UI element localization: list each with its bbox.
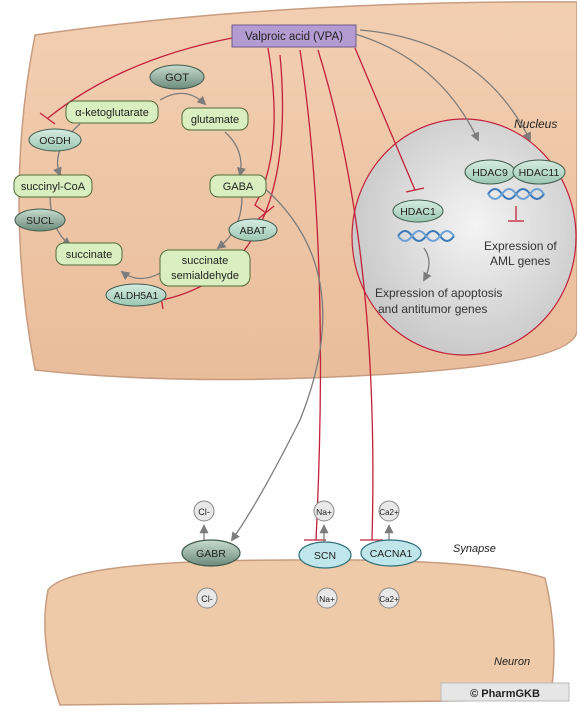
vpa-inhibits-abat: [254, 47, 275, 214]
ssa-to-succinate-arrow: [120, 270, 163, 280]
svg-text:GABA: GABA: [223, 181, 254, 193]
glutamate-to-gaba-arrow: [224, 131, 246, 177]
aml-expression-line1: Expression of: [484, 239, 557, 253]
enzyme-aldh5a1: ALDH5A1: [105, 283, 167, 307]
ion-flow-arrows: [199, 524, 394, 545]
ion-ca-outside: Ca2+: [378, 500, 400, 522]
svg-text:CACNA1: CACNA1: [370, 548, 413, 560]
svg-text:succinate: succinate: [182, 255, 228, 267]
svg-text:Na+: Na+: [316, 507, 332, 517]
vpa-label: Valproic acid (VPA): [245, 31, 343, 43]
vpa-to-hdac11-arrow: [359, 29, 531, 142]
svg-text:succinate: succinate: [66, 249, 112, 261]
svg-text:Cl-: Cl-: [201, 594, 213, 604]
enzyme-hdac11: HDAC11: [512, 159, 566, 185]
svg-text:GOT: GOT: [165, 72, 189, 84]
nucleus: [351, 118, 577, 356]
dna-helix-hdac1: [397, 230, 455, 242]
metabolite-succinate: succinate: [55, 242, 123, 266]
svg-text:ABAT: ABAT: [240, 225, 267, 237]
enzyme-hdac9: HDAC9: [464, 159, 516, 185]
svg-text:glutamate: glutamate: [191, 114, 239, 126]
vpa-to-hdac9-arrow: [354, 33, 479, 142]
svg-text:Ca2+: Ca2+: [379, 595, 399, 604]
ion-ca-inside: Ca2+: [378, 587, 400, 609]
ion-cl-outside: Cl-: [193, 500, 215, 522]
vpa-inhibits-ogdh: [47, 37, 233, 119]
enzyme-got: GOT: [149, 64, 205, 90]
hdac1-to-expression-arrow: [423, 247, 432, 282]
ion-na-inside: Na+: [316, 587, 338, 609]
neuron-body: [44, 559, 555, 706]
svg-text:OGDH: OGDH: [39, 135, 71, 147]
svg-text:SCN: SCN: [314, 550, 336, 562]
metabolite-glutamate: glutamate: [181, 107, 249, 131]
metabolite-akg: α-ketoglutarate: [65, 100, 159, 124]
synapse-label: Synapse: [453, 543, 496, 555]
enzyme-sucl: SUCL: [14, 208, 66, 232]
neuron-label: Neuron: [494, 656, 530, 668]
vpa-inhibits-hdac1: [354, 47, 416, 191]
svg-text:semialdehyde: semialdehyde: [171, 270, 239, 282]
svg-text:© PharmGKB: © PharmGKB: [470, 688, 540, 700]
enzyme-hdac1: HDAC1: [392, 199, 444, 223]
svg-text:Ca2+: Ca2+: [379, 508, 399, 517]
channel-scn: SCN: [298, 541, 352, 569]
ion-na-outside: Na+: [313, 500, 335, 522]
apoptosis-expression-line2: and antitumor genes: [378, 302, 487, 316]
pharmgkb-credit: © PharmGKB: [440, 682, 570, 702]
aml-expression-line2: AML genes: [490, 254, 550, 268]
vpa-inhibits-scn: [299, 49, 322, 541]
svg-text:HDAC11: HDAC11: [519, 167, 560, 179]
dna-helix-hdac9: [487, 188, 545, 200]
svg-text:SUCL: SUCL: [26, 215, 54, 227]
metabolite-succinyl-coa: succinyl-CoA: [13, 174, 93, 198]
enzyme-ogdh: OGDH: [28, 128, 82, 152]
vpa-box: [231, 24, 357, 48]
vpa-inhibits-cacna1: [317, 49, 374, 541]
ion-cl-inside: Cl-: [196, 587, 218, 609]
svg-text:HDAC1: HDAC1: [400, 206, 436, 218]
svg-text:α-ketoglutarate: α-ketoglutarate: [75, 107, 149, 119]
svg-text:ALDH5A1: ALDH5A1: [114, 291, 159, 302]
nucleus-title: Nucleus: [514, 117, 557, 131]
channel-gabr: GABR: [181, 539, 241, 567]
metabolite-gaba: GABA: [209, 174, 267, 198]
svg-text:Na+: Na+: [319, 594, 335, 604]
svg-text:GABR: GABR: [196, 548, 226, 560]
svg-text:HDAC9: HDAC9: [472, 167, 508, 179]
apoptosis-expression-line1: Expression of apoptosis: [375, 286, 502, 300]
enzyme-abat: ABAT: [228, 218, 278, 242]
svg-text:Cl-: Cl-: [198, 507, 210, 517]
metabolite-succinate-semialdehyde: succinate semialdehyde: [159, 249, 251, 287]
channel-cacna1: CACNA1: [360, 539, 422, 567]
svg-text:succinyl-CoA: succinyl-CoA: [21, 181, 86, 193]
gaba-to-gabr-arrow: [230, 185, 324, 542]
got-arrow: [159, 92, 207, 106]
